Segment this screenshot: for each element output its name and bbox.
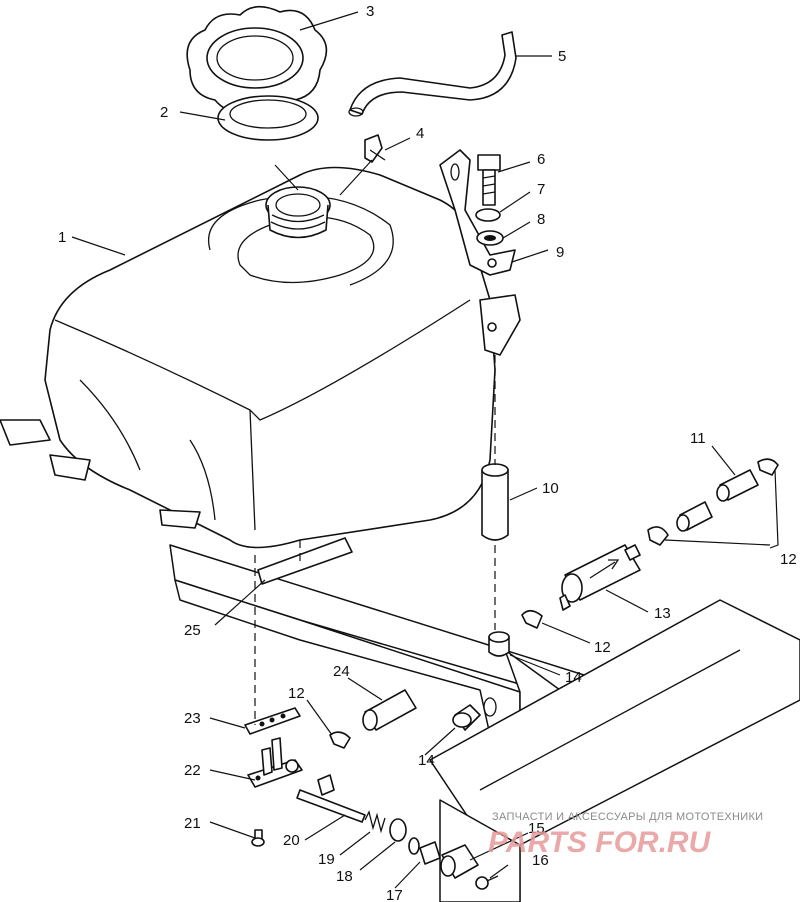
valve-spring	[364, 810, 386, 834]
valve-washer	[389, 818, 420, 855]
frame-main-rail	[429, 599, 800, 902]
callout-14b: 14	[418, 752, 435, 769]
callout-15: 15	[528, 820, 545, 837]
vent-hose	[348, 31, 517, 117]
vent-fitting	[364, 134, 386, 163]
callout-12a: 12	[780, 551, 797, 568]
callout-labels: 1 2 3 4 5 6 7 8 9 10 11 12 12 12 13 14 1…	[58, 3, 797, 902]
callout-22: 22	[184, 762, 201, 779]
fuel-hose-upper	[676, 469, 759, 532]
bushing-lower	[452, 704, 481, 731]
callout-23: 23	[184, 710, 201, 727]
bushing	[488, 631, 510, 657]
assembly-lines	[254, 159, 496, 725]
callout-21: 21	[184, 815, 201, 832]
callout-2: 2	[160, 104, 168, 121]
hose-clamp	[329, 458, 779, 749]
callout-4: 4	[416, 125, 424, 142]
callout-20: 20	[283, 832, 300, 849]
callout-12b: 12	[594, 639, 611, 656]
callout-18: 18	[336, 868, 353, 885]
mount-bracket	[439, 149, 516, 276]
callout-16: 16	[532, 852, 549, 869]
callout-5: 5	[558, 48, 566, 65]
watermark: ЗАПЧАСТИ И АКСЕССУАРЫ ДЛЯ МОТОТЕХНИКИ PA…	[488, 811, 763, 859]
fuel-hose-lower	[362, 689, 417, 731]
callout-9: 9	[556, 244, 564, 261]
callout-11: 11	[690, 430, 706, 447]
callout-24: 24	[333, 663, 350, 680]
valve-knob	[440, 844, 479, 879]
callout-19: 19	[318, 851, 335, 868]
callout-14a: 14	[565, 669, 582, 686]
cap-gasket	[217, 95, 319, 141]
callout-10: 10	[542, 480, 559, 497]
callout-3: 3	[366, 3, 374, 20]
fuel-cap	[186, 5, 328, 114]
valve-shaft	[296, 774, 366, 823]
tank-pad	[257, 537, 353, 585]
mounting-plate	[244, 707, 301, 735]
callout-12c: 12	[288, 685, 305, 702]
lock-washer	[475, 208, 501, 222]
valve-nut	[419, 841, 441, 865]
fuel-tank	[0, 166, 521, 549]
valve-screw	[251, 829, 265, 847]
fuel-filter	[559, 544, 641, 611]
bolt	[477, 154, 501, 206]
callout-8: 8	[537, 211, 545, 228]
watermark-logo: PARTS FOR.RU	[488, 826, 712, 859]
callout-7: 7	[537, 181, 545, 198]
callout-13: 13	[654, 605, 671, 622]
fuel-valve	[247, 737, 303, 788]
callout-6: 6	[537, 151, 545, 168]
flat-washer	[476, 230, 504, 246]
leader-lines	[71, 11, 779, 889]
spacer-tube	[481, 463, 509, 541]
callout-25: 25	[184, 622, 201, 639]
callout-1: 1	[58, 229, 66, 246]
knob-screw	[475, 875, 499, 890]
callout-17: 17	[386, 887, 403, 902]
watermark-tagline: ЗАПЧАСТИ И АКСЕССУАРЫ ДЛЯ МОТОТЕХНИКИ	[492, 811, 763, 823]
